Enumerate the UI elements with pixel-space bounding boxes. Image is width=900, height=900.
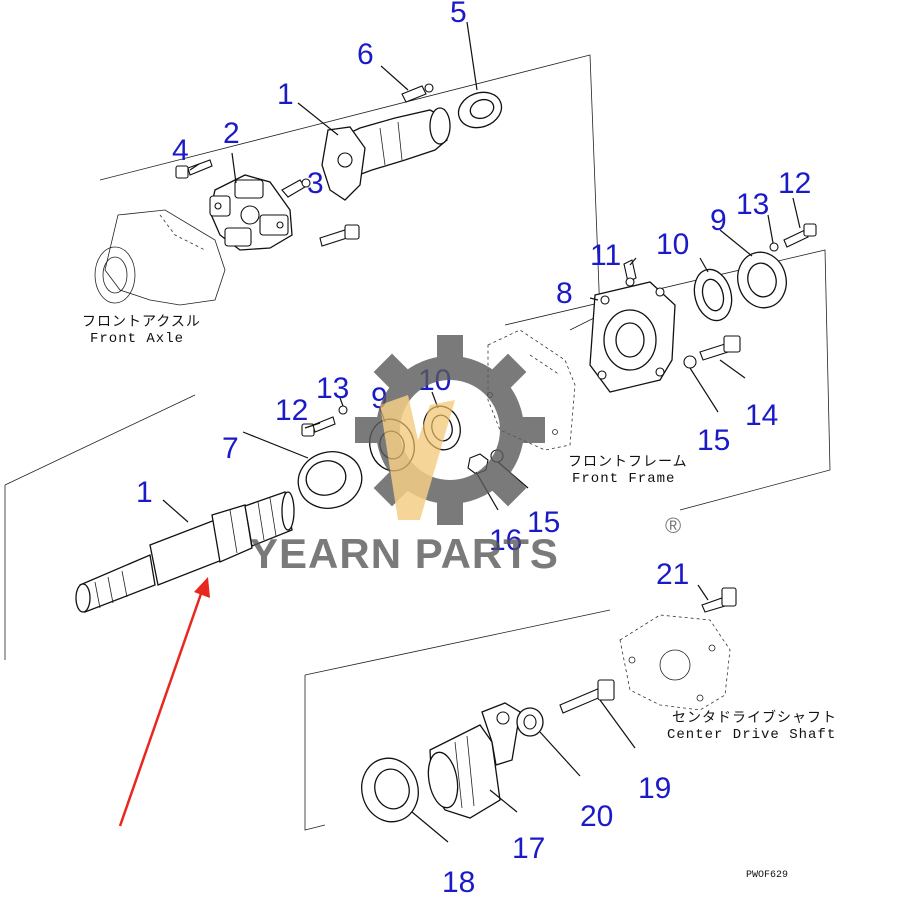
callout-15-right: 15 (697, 424, 730, 457)
grease-fitting-11 (623, 259, 637, 287)
location-labels: フロントアクスル Front Axle フロントフレーム Front Frame… (82, 314, 837, 881)
bolt-12-middle (301, 416, 336, 437)
callout-7: 7 (222, 432, 239, 465)
callout-18: 18 (442, 866, 475, 899)
front-frame-label-jp: フロントフレーム (568, 455, 688, 471)
washer-13-middle (338, 405, 348, 415)
callouts-bracket: 12 13 9 10 8 11 14 15 (556, 167, 811, 457)
callout-16: 16 (489, 524, 522, 557)
callout-12-right: 12 (778, 167, 811, 200)
callout-19: 19 (638, 772, 671, 805)
washer-15-right (683, 355, 697, 369)
washer-13-right (769, 242, 779, 252)
callouts-top: 1 2 3 4 5 6 (172, 0, 467, 200)
callout-1-top: 1 (277, 78, 294, 111)
callout-4: 4 (172, 134, 189, 167)
grease-fitting-3 (281, 178, 311, 198)
callout-3: 3 (307, 167, 324, 200)
callout-13-right: 13 (736, 188, 769, 221)
drawing-code: PWOF629 (746, 870, 788, 881)
callout-11: 11 (590, 239, 621, 272)
grease-fitting-6 (401, 83, 434, 103)
callout-14: 14 (745, 399, 778, 432)
bolt-4 (175, 159, 213, 179)
callouts-middle: 12 13 9 10 7 1 15 16 (136, 364, 560, 557)
callout-13-middle: 13 (316, 372, 349, 405)
callouts-bottom: 21 17 18 19 20 (442, 558, 689, 899)
center-drive-shaft-ghost (619, 614, 731, 711)
yoke-17 (427, 702, 521, 819)
callout-21: 21 (656, 558, 689, 591)
callout-5: 5 (450, 0, 467, 29)
red-arrow-indicator (118, 577, 210, 827)
callout-17: 17 (512, 832, 545, 865)
callout-15-middle: 15 (527, 506, 560, 539)
bolt-14 (699, 335, 741, 361)
watermark-text: YEARN PARTS (250, 530, 559, 577)
main-shaft-1 (75, 491, 295, 613)
bolt-lower-yoke (319, 224, 360, 247)
registered-mark: ® (665, 513, 681, 538)
watermark-logo (355, 335, 545, 525)
front-axle-label-en: Front Axle (90, 331, 184, 347)
bearing-bracket-8 (589, 281, 676, 393)
group-outlines (4, 54, 831, 831)
upper-yoke-shaft (321, 107, 451, 201)
center-drive-label-jp: センタドライブシャフト (672, 709, 837, 727)
bolt-21 (701, 587, 737, 613)
spider-cross (209, 174, 293, 251)
callout-2: 2 (223, 117, 240, 150)
center-drive-label-en: Center Drive Shaft (667, 727, 836, 743)
seal-7 (297, 451, 363, 509)
bearing-10-right (693, 268, 733, 322)
callout-12-middle: 12 (275, 394, 308, 427)
bolt-12-right (783, 223, 817, 248)
front-axle-label-jp: フロントアクスル (82, 314, 201, 331)
callout-6: 6 (357, 38, 374, 71)
cover-9-right (737, 251, 787, 309)
front-axle-housing (94, 209, 226, 306)
callout-8: 8 (556, 277, 573, 310)
front-frame-label-en: Front Frame (572, 471, 675, 487)
seal-5 (457, 91, 503, 129)
callout-10-right: 10 (656, 228, 689, 261)
callout-20: 20 (580, 800, 613, 833)
flame-icon (380, 395, 455, 520)
seal-18 (361, 757, 419, 823)
washer-20 (516, 707, 544, 737)
callout-1-middle: 1 (136, 476, 153, 509)
callout-9-right: 9 (710, 204, 727, 237)
bolt-19 (559, 679, 615, 714)
